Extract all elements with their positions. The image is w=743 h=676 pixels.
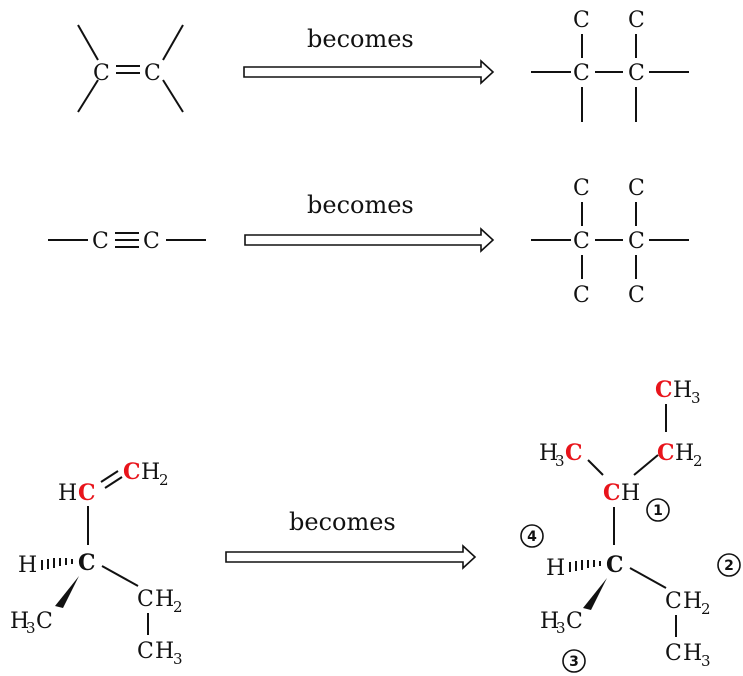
becomes-label-2: becomes <box>307 191 414 219</box>
priority-4-label: 4 <box>527 529 537 545</box>
arrow-right-3 <box>225 544 477 570</box>
vinyl-double-b <box>104 476 123 489</box>
product1-c-top-left: C <box>573 8 590 33</box>
priority-1-circle <box>646 498 670 522</box>
ethyl-ch3-c: C <box>137 639 154 664</box>
stereocenter-h: H <box>18 553 37 578</box>
methyl-sub-3: 3 <box>26 619 36 637</box>
methyl-c: C <box>36 609 53 634</box>
product2-c-top-right: C <box>628 176 645 201</box>
product1-c-top-right: C <box>628 8 645 33</box>
methyl-h: H <box>10 609 29 634</box>
row-chiral-right: C H 3 C H 2 H 3 C C H 1 4 H <box>520 377 741 673</box>
bond-to-ethyl <box>101 565 139 587</box>
priority-3-label: 3 <box>569 654 579 670</box>
ethyl-ch2-c: C <box>137 587 154 612</box>
dup-stereocenter-h: H <box>546 556 565 581</box>
alkene-bond-lr <box>162 79 184 113</box>
dup-ch-h: H <box>621 481 640 506</box>
dup-ethyl-ch3-sub: 3 <box>701 652 711 670</box>
alkene-bond-ll <box>77 79 99 113</box>
dup-hashed-wedge <box>569 560 601 572</box>
product2-c-top-left: C <box>573 176 590 201</box>
dup-ethyl-ch3-h: H <box>683 641 702 666</box>
product2-carbon-right: C <box>628 229 645 254</box>
vinyl-carbon-red-2: C <box>123 459 141 485</box>
dup-ch2-h: H <box>675 441 694 466</box>
product1-carbon-left: C <box>573 61 590 86</box>
dup-ethyl-ch2-c: C <box>665 589 682 614</box>
alkyne-carbon-left: C <box>92 229 109 254</box>
dup-ethyl-ch3-c: C <box>665 641 682 666</box>
dup-ch-carbon-red: C <box>603 480 621 506</box>
becomes-label-3: becomes <box>289 508 396 536</box>
dup-ch2-carbon-red: C <box>657 440 675 466</box>
dup-h3c-h: H <box>539 441 558 466</box>
solid-wedge <box>55 576 79 608</box>
alkene-bond-ul <box>77 24 99 61</box>
dup-methyl-sub3: 3 <box>556 619 566 637</box>
ethyl-ch2-h: H <box>155 587 174 612</box>
alkyne-carbon-right: C <box>143 229 160 254</box>
priority-3-circle <box>562 649 586 673</box>
alkene-carbon-left: C <box>93 61 110 86</box>
dup-h3c-carbon-red: C <box>565 440 583 466</box>
vinyl-h-ch2: H <box>141 460 160 485</box>
product2-c-bottom-right: C <box>628 283 645 308</box>
dup-stereocenter-carbon: C <box>606 552 624 578</box>
dup-bond-ch2-ch <box>633 454 659 476</box>
dup-ethyl-ch2-sub: 2 <box>701 600 711 618</box>
dup-bond-h3c-ch <box>587 459 604 476</box>
dup-ethyl-ch2-h: H <box>683 589 702 614</box>
alkene-carbon-right: C <box>144 61 161 86</box>
alkene-bond-ur <box>162 24 184 61</box>
arrow-right-1 <box>243 59 495 85</box>
dup-solid-wedge <box>583 578 607 610</box>
ethyl-ch3-sub: 3 <box>173 650 183 668</box>
dup-h3c-sub3: 3 <box>555 452 565 470</box>
ethyl-ch2-sub: 2 <box>173 598 183 616</box>
arrow-right-2 <box>244 227 495 253</box>
hashed-wedge <box>41 558 73 570</box>
vinyl-h: H <box>58 481 77 506</box>
priority-2-label: 2 <box>724 558 734 574</box>
priority-4-circle <box>520 524 544 548</box>
dup-top-carbon-red: C <box>655 377 673 403</box>
dup-methyl-h: H <box>540 609 559 634</box>
vinyl-sub-2: 2 <box>159 471 169 489</box>
vinyl-carbon-red-1: C <box>78 480 96 506</box>
row-alkyne: C C becomes C C C C C C <box>48 176 689 308</box>
dup-top-sub3: 3 <box>691 389 701 407</box>
product2-carbon-left: C <box>573 229 590 254</box>
row-alkene: C C becomes C C C C <box>77 8 689 122</box>
row-chiral-left: H C C H 2 H C H 3 C C H 2 C H 3 <box>10 459 183 668</box>
vinyl-double-a <box>100 470 119 483</box>
priority-2-circle <box>717 553 741 577</box>
dup-methyl-c: C <box>566 609 583 634</box>
ethyl-ch3-h: H <box>155 639 174 664</box>
dup-bond-to-ethyl <box>629 567 667 589</box>
dup-ch2-sub2: 2 <box>693 452 703 470</box>
dup-top-h: H <box>673 378 692 403</box>
product1-carbon-right: C <box>628 61 645 86</box>
stereocenter-carbon: C <box>78 550 96 576</box>
product2-c-bottom-left: C <box>573 283 590 308</box>
becomes-label-1: becomes <box>307 25 414 53</box>
priority-1-label: 1 <box>653 503 663 519</box>
